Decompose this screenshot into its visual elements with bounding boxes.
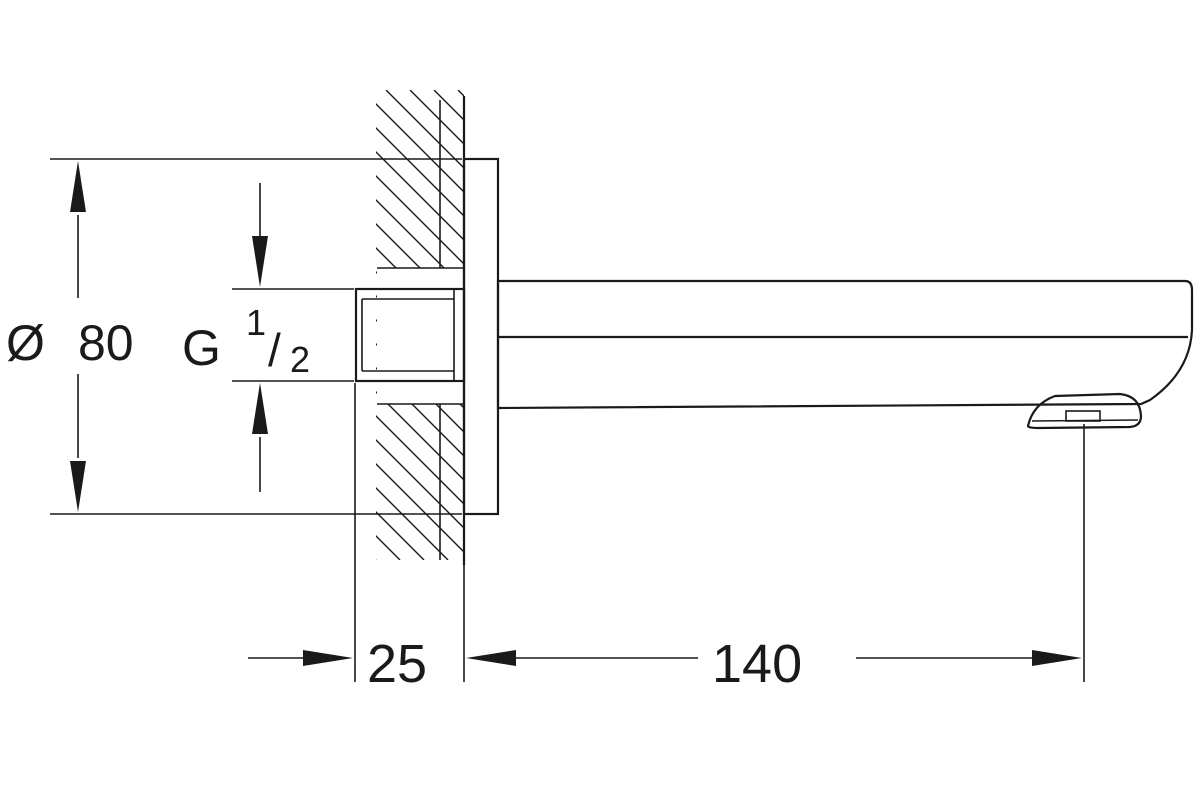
hatch-line: [376, 439, 464, 529]
hatch-line: [770, 90, 1200, 560]
wall-hatching: [0, 90, 1200, 560]
thread-denominator: 2: [290, 339, 310, 380]
depth-value: 25: [367, 634, 427, 694]
thread-arrow-down: [252, 236, 268, 287]
diameter-dimension: Ø 80: [6, 158, 462, 515]
hatch-line: [626, 90, 1096, 560]
length-arrow-left: [466, 650, 516, 666]
depth-dimension: 25: [248, 383, 465, 694]
hatch-line: [457, 90, 464, 97]
diameter-symbol: Ø: [6, 315, 45, 371]
hatch-line: [376, 223, 464, 313]
hatch-line: [376, 151, 464, 241]
hatch-line: [698, 90, 1168, 560]
hatch-line: [578, 90, 1048, 560]
hatch-line: [818, 90, 1200, 560]
hatch-line: [554, 90, 1024, 560]
hatch-line: [530, 90, 1000, 560]
hatch-line: [794, 90, 1200, 560]
length-arrow-right: [1032, 650, 1082, 666]
hatch-line: [376, 463, 464, 553]
hatch-line: [0, 90, 352, 560]
thread-arrow-up: [252, 383, 268, 434]
hatch-line: [746, 90, 1200, 560]
hatch-line: [376, 175, 464, 265]
hatch-line: [376, 199, 464, 289]
aerator-nozzle: [1065, 410, 1101, 422]
thread-connector: [354, 287, 466, 383]
depth-arrow-right: [303, 650, 353, 666]
hatch-line: [674, 90, 1144, 560]
thread-numerator: 1: [246, 302, 266, 343]
hatch-line: [506, 90, 976, 560]
hatch-line: [482, 90, 952, 560]
length-value: 140: [712, 634, 802, 694]
hatch-line: [722, 90, 1192, 560]
diameter-arrow-down: [70, 461, 86, 512]
hatch-line: [376, 391, 464, 481]
length-dimension: 140: [466, 424, 1085, 694]
thread-slash: /: [268, 324, 281, 376]
spout-arm: [496, 279, 1194, 410]
wall-section: [0, 90, 1200, 565]
diameter-arrow-up: [70, 161, 86, 212]
diameter-value: 80: [78, 315, 134, 371]
hatch-line: [409, 90, 464, 145]
thread-prefix: G: [182, 320, 221, 376]
spout: [354, 157, 1194, 516]
hatch-line: [842, 90, 1200, 560]
aerator-outlet: [1026, 392, 1143, 430]
hatch-line: [602, 90, 1072, 560]
rosette-plate: [462, 157, 500, 516]
hatch-line: [433, 90, 464, 121]
hatch-line: [376, 127, 464, 217]
thread-dimension: G 1 / 2: [182, 183, 354, 492]
hatch-line: [376, 415, 464, 505]
hatch-line: [650, 90, 1120, 560]
